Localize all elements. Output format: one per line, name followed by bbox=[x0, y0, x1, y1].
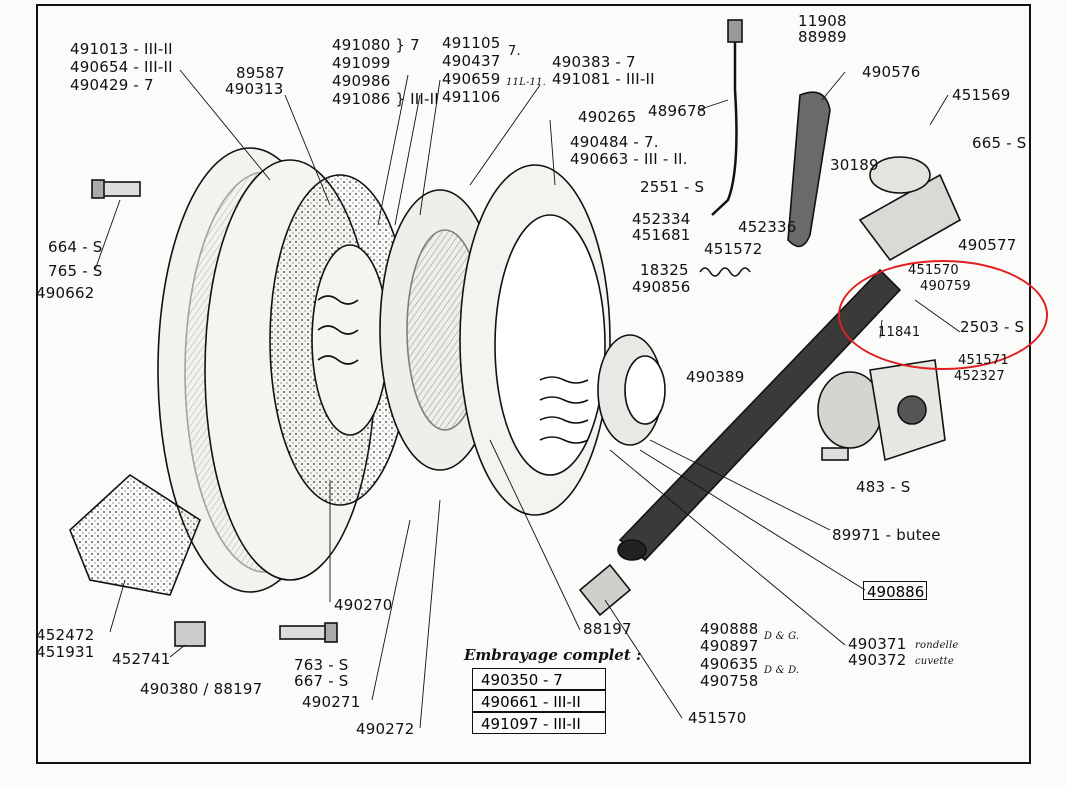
kit-row: 490661 - III-II bbox=[472, 690, 606, 712]
label-rondelle: rondelle bbox=[915, 640, 959, 651]
label-490659: 490659 bbox=[442, 70, 501, 88]
label-490654: 490654 - III-II bbox=[70, 58, 173, 76]
label-490663: 490663 - III - II. bbox=[570, 150, 688, 168]
label-89971: 89971 - butee bbox=[832, 526, 941, 544]
label-765s: 765 - S bbox=[48, 262, 103, 280]
label-490270: 490270 bbox=[334, 596, 393, 614]
label-490313: 490313 bbox=[225, 80, 284, 98]
bearing-cap bbox=[817, 359, 946, 462]
label-491080: 491080 } 7 bbox=[332, 36, 420, 54]
label-452336: 452336 bbox=[738, 218, 797, 236]
label-group-7: 7. bbox=[508, 44, 521, 59]
leader-lines bbox=[94, 69, 961, 729]
red-highlight-circle bbox=[838, 260, 1048, 370]
label-2551s: 2551 - S bbox=[640, 178, 705, 196]
cable-nipple bbox=[727, 19, 743, 43]
label-490265: 490265 bbox=[578, 108, 637, 126]
bolt-483 bbox=[821, 447, 849, 461]
label-491013: 491013 - III-II bbox=[70, 40, 173, 58]
label-491105: 491105 bbox=[442, 34, 501, 52]
callout-box-490886: 490886 bbox=[863, 581, 927, 601]
label-763s: 763 - S bbox=[294, 656, 349, 674]
label-11908: 11908 bbox=[798, 12, 847, 30]
label-18325: 18325 bbox=[640, 261, 689, 279]
label-451572: 451572 bbox=[704, 240, 763, 258]
label-491099: 491099 bbox=[332, 54, 391, 72]
release-bearing bbox=[597, 334, 666, 446]
label-490371: 490371 bbox=[848, 635, 907, 653]
label-491081: 491081 - III-II bbox=[552, 70, 655, 88]
kit-row: 490350 - 7 bbox=[472, 668, 606, 690]
label-490759: 490759 bbox=[920, 279, 971, 294]
label-30189: 30189 bbox=[830, 156, 879, 174]
label-665s: 665 - S bbox=[972, 134, 1027, 152]
label-11841: 11841 bbox=[878, 325, 921, 340]
label-490856: 490856 bbox=[632, 278, 691, 296]
label-490758: 490758 bbox=[700, 672, 759, 690]
shaft-sleeve bbox=[578, 563, 632, 617]
label-451570-bottom: 451570 bbox=[688, 709, 747, 727]
label-490372: 490372 bbox=[848, 651, 907, 669]
label-490271: 490271 bbox=[302, 693, 361, 711]
label-cuvette: cuvette bbox=[915, 656, 954, 667]
kit-title: Embrayage complet : bbox=[464, 646, 642, 664]
label-667s: 667 - S bbox=[294, 672, 349, 690]
label-490272: 490272 bbox=[356, 720, 415, 738]
label-89587: 89587 bbox=[236, 64, 285, 82]
label-490576: 490576 bbox=[862, 63, 921, 81]
clutch-cover bbox=[459, 164, 611, 516]
label-452472: 452472 bbox=[36, 626, 95, 644]
cable bbox=[711, 40, 738, 216]
label-490577: 490577 bbox=[958, 236, 1017, 254]
label-490484: 490484 - 7. bbox=[570, 133, 659, 151]
label-2503s: 2503 - S bbox=[960, 318, 1025, 336]
shaft-housing bbox=[858, 156, 962, 262]
bolt-763 bbox=[279, 622, 338, 643]
clutch-fork bbox=[787, 91, 831, 248]
label-491086: 491086 } III-II bbox=[332, 90, 439, 108]
label-88197: 88197 bbox=[583, 620, 632, 638]
label-452334: 452334 bbox=[632, 210, 691, 228]
label-dd: D & D. bbox=[764, 665, 800, 676]
label-451569: 451569 bbox=[952, 86, 1011, 104]
label-491106: 491106 bbox=[442, 88, 501, 106]
label-451681: 451681 bbox=[632, 226, 691, 244]
label-490389: 490389 bbox=[686, 368, 745, 386]
label-451931: 451931 bbox=[36, 643, 95, 661]
label-489678: 489678 bbox=[648, 102, 707, 120]
kit-row: 491097 - III-II bbox=[472, 712, 606, 734]
label-490437: 490437 bbox=[442, 52, 501, 70]
label-490429: 490429 - 7 bbox=[70, 76, 154, 94]
label-group-11l: 11L-11. bbox=[506, 77, 547, 88]
label-664s: 664 - S bbox=[48, 238, 103, 256]
label-490888: 490888 bbox=[700, 620, 759, 638]
diagram-frame bbox=[36, 4, 1031, 764]
label-490986: 490986 bbox=[332, 72, 391, 90]
label-490380: 490380 / 88197 bbox=[140, 680, 263, 698]
anchor-plate bbox=[69, 473, 201, 596]
label-452741: 452741 bbox=[112, 650, 171, 668]
spacer-452741 bbox=[174, 621, 206, 647]
label-490662: 490662 bbox=[36, 284, 95, 302]
label-451571: 451571 bbox=[958, 353, 1009, 368]
label-452327: 452327 bbox=[954, 369, 1005, 384]
label-451570-top: 451570 bbox=[908, 263, 959, 278]
label-490897: 490897 bbox=[700, 637, 759, 655]
label-490635: 490635 bbox=[700, 655, 759, 673]
bolt-664 bbox=[91, 179, 141, 199]
label-dg: D & G. bbox=[764, 631, 800, 642]
label-483s: 483 - S bbox=[856, 478, 911, 496]
label-88989: 88989 bbox=[798, 28, 847, 46]
label-490383: 490383 - 7 bbox=[552, 53, 636, 71]
return-spring bbox=[699, 267, 751, 277]
